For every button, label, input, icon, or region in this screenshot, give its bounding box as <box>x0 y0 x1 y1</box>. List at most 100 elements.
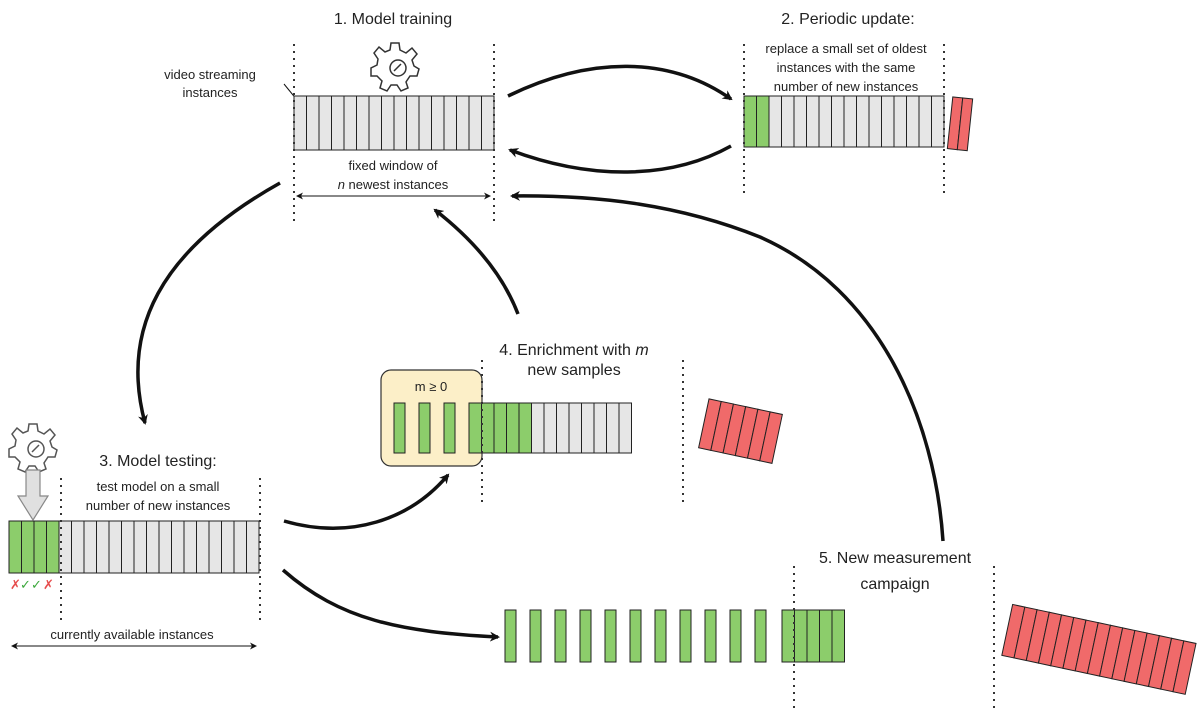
instance-cell <box>556 402 570 454</box>
window-label-line1: fixed window of <box>349 158 438 173</box>
instance-cell <box>806 609 820 663</box>
instance-cell <box>606 402 620 454</box>
result-mark-2: ✓ <box>20 578 31 593</box>
instance-cell <box>393 95 407 151</box>
instance-cell <box>171 520 185 574</box>
instance-cell <box>468 95 482 151</box>
new-sample-cell <box>529 609 542 663</box>
removed-instance-cell <box>759 411 783 464</box>
step-training: 1. Model training video streaming instan… <box>164 11 495 222</box>
new-sample-cell <box>604 609 617 663</box>
arrow-training-to-update <box>507 64 733 101</box>
instance-cell <box>318 95 332 151</box>
instance-cell <box>893 95 907 148</box>
instance-cell <box>418 95 432 151</box>
m-condition-label: m ≥ 0 <box>415 379 447 394</box>
instance-cell <box>831 95 845 148</box>
campaign-new-samples <box>504 609 767 663</box>
step-campaign: 5. New measurement campaign <box>504 550 1197 709</box>
result-mark-3: ✓ <box>31 578 42 593</box>
instance-cell <box>8 520 22 574</box>
campaign-window-bar <box>781 609 845 663</box>
instance-cell <box>233 520 247 574</box>
instance-cell <box>819 609 833 663</box>
instance-cell <box>506 402 520 454</box>
instance-cell <box>568 402 582 454</box>
instance-cell <box>33 520 47 574</box>
new-sample-cell <box>579 609 592 663</box>
instance-cell <box>331 95 345 151</box>
test-desc-line2: number of new instances <box>86 498 231 513</box>
new-sample-cell <box>754 609 767 663</box>
new-sample-cell <box>729 609 742 663</box>
flow-arrows <box>136 64 945 642</box>
instance-cell <box>918 95 932 148</box>
instance-cell <box>743 95 757 148</box>
instance-cell <box>481 402 495 454</box>
step-testing-title: 3. Model testing: <box>99 453 216 470</box>
instance-cell <box>108 520 122 574</box>
step-campaign-title-line2: campaign <box>860 576 929 593</box>
instance-cell <box>71 520 85 574</box>
instance-cell <box>46 520 60 574</box>
instance-cell <box>343 95 357 151</box>
instance-cell <box>133 520 147 574</box>
instance-cell <box>831 609 845 663</box>
new-sample-cell <box>554 609 567 663</box>
instance-cell <box>593 402 607 454</box>
instance-cell <box>481 95 495 151</box>
instance-cell <box>493 402 507 454</box>
new-sample-cell <box>393 402 406 454</box>
available-instances-bar <box>8 520 260 574</box>
instance-cell <box>368 95 382 151</box>
update-desc-line2: instances with the same <box>777 60 916 75</box>
instance-cell <box>818 95 832 148</box>
instance-cell <box>356 95 370 151</box>
instance-cell <box>843 95 857 148</box>
instance-cell <box>21 520 35 574</box>
new-sample-cell <box>443 402 456 454</box>
instance-cell <box>794 609 808 663</box>
instance-cell <box>196 520 210 574</box>
step-campaign-title-line1: 5. New measurement <box>819 550 972 567</box>
instance-cell <box>96 520 110 574</box>
instance-cell <box>443 95 457 151</box>
test-desc-line1: test model on a small <box>97 479 220 494</box>
new-sample-cell <box>654 609 667 663</box>
instance-cell <box>793 95 807 148</box>
instance-cell <box>781 95 795 148</box>
arrow-testing-to-campaign <box>281 568 500 642</box>
instance-cell <box>468 402 482 454</box>
available-label: currently available instances <box>50 627 214 642</box>
instance-cell <box>146 520 160 574</box>
test-result-marks: ✗ ✓ ✓ ✗ <box>10 578 54 593</box>
instance-cell <box>868 95 882 148</box>
new-sample-cell <box>629 609 642 663</box>
result-mark-1: ✗ <box>10 578 21 593</box>
instance-cell <box>806 95 820 148</box>
instance-cell <box>856 95 870 148</box>
new-sample-cell <box>704 609 717 663</box>
step-update: 2. Periodic update: replace a small set … <box>743 11 974 196</box>
instance-cell <box>381 95 395 151</box>
new-sample-cell <box>504 609 517 663</box>
instance-cell <box>756 95 770 148</box>
arrow-enrich-to-training <box>433 208 520 315</box>
test-apply-arrow <box>16 469 50 522</box>
instance-cell <box>183 520 197 574</box>
arrow-testing-to-enrich <box>283 473 450 530</box>
instance-cell <box>768 95 782 148</box>
step-training-title: 1. Model training <box>334 11 452 28</box>
result-mark-4: ✗ <box>43 578 54 593</box>
update-desc-line1: replace a small set of oldest <box>765 41 927 56</box>
instance-cell <box>456 95 470 151</box>
arrow-update-to-training <box>508 144 732 174</box>
video-label-line2: instances <box>183 85 238 100</box>
instance-cell <box>208 520 222 574</box>
instance-cell <box>158 520 172 574</box>
instance-cell <box>543 402 557 454</box>
video-label-line1: video streaming <box>164 67 256 82</box>
update-window-bar <box>743 95 945 148</box>
instance-cell <box>931 95 945 148</box>
instance-cell <box>581 402 595 454</box>
